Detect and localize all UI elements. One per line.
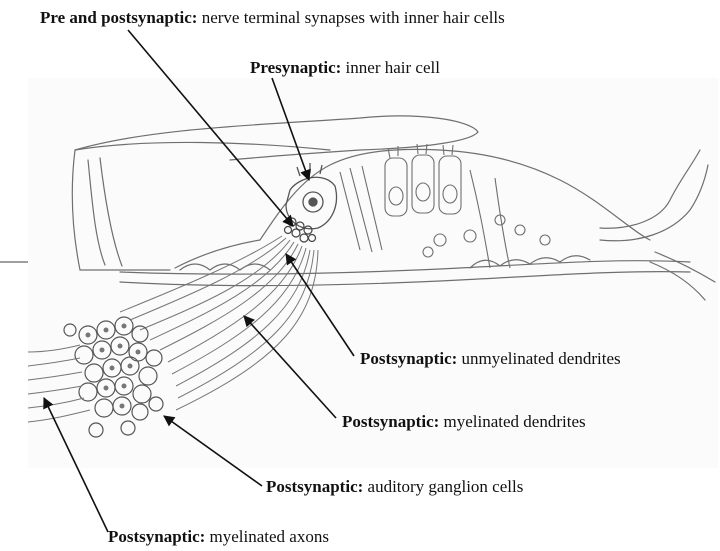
label-presynaptic-desc: inner hair cell	[346, 58, 440, 77]
label-pre-post-term: Pre and postsynaptic:	[40, 8, 197, 27]
label-ganglion-cells-desc: auditory ganglion cells	[368, 477, 524, 496]
label-myelinated-axons-term: Postsynaptic:	[108, 527, 205, 546]
label-ganglion-cells: Postsynaptic: auditory ganglion cells	[266, 477, 523, 497]
label-pre-post: Pre and postsynaptic: nerve terminal syn…	[40, 8, 505, 28]
label-pre-post-desc: nerve terminal synapses with inner hair …	[202, 8, 505, 27]
label-myelinated-axons-desc: myelinated axons	[210, 527, 329, 546]
label-myelinated-axons: Postsynaptic: myelinated axons	[108, 527, 329, 547]
label-myelinated-dendrites-desc: myelinated dendrites	[444, 412, 586, 431]
label-unmyelinated-dendrites-desc: unmyelinated dendrites	[462, 349, 621, 368]
label-myelinated-dendrites-term: Postsynaptic:	[342, 412, 439, 431]
label-ganglion-cells-term: Postsynaptic:	[266, 477, 363, 496]
label-presynaptic: Presynaptic: inner hair cell	[250, 58, 440, 78]
label-unmyelinated-dendrites: Postsynaptic: unmyelinated dendrites	[360, 349, 621, 369]
label-presynaptic-term: Presynaptic:	[250, 58, 341, 77]
label-myelinated-dendrites: Postsynaptic: myelinated dendrites	[342, 412, 586, 432]
label-unmyelinated-dendrites-term: Postsynaptic:	[360, 349, 457, 368]
